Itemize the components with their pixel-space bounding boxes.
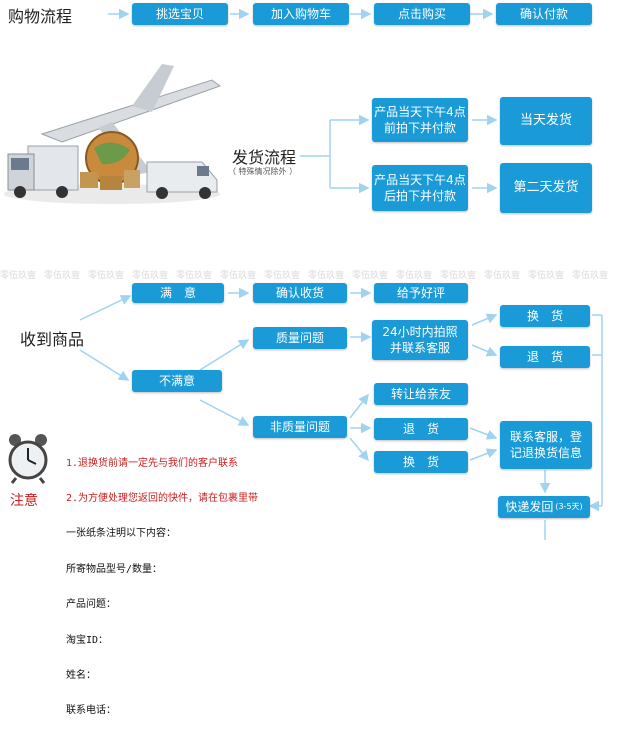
notice-line-4: 所寄物品型号/数量：	[66, 563, 163, 575]
notice-line-3: 一张纸条注明以下内容：	[66, 528, 176, 540]
result-next-day-ship: 第二天发货	[500, 163, 592, 213]
watermark-11: 零伍玖壹	[440, 271, 477, 281]
notice-line-1: 1.退换货前请一定先与我们的客户联系	[66, 457, 239, 469]
ship-back-box: 快递发回 (3-5天)	[498, 496, 590, 518]
step-add-to-cart: 加入购物车	[253, 3, 349, 25]
alarm-clock-icon	[8, 434, 48, 484]
watermark-8: 零伍玖壹	[308, 271, 345, 281]
step-confirm-payment: 确认付款	[496, 3, 592, 25]
purchase-flow-title: 购物流程	[8, 7, 73, 26]
airplane-truck-globe-image	[4, 64, 222, 204]
watermark-7: 零伍玖壹	[264, 271, 301, 281]
ship-back-days: (3-5天)	[555, 502, 583, 511]
receive-title: 收到商品	[20, 330, 85, 349]
watermark-6: 零伍玖壹	[220, 271, 257, 281]
exchange-box-2: 换 货	[374, 451, 468, 473]
condition-before-4pm: 产品当天下午4点 前拍下并付款	[372, 98, 468, 142]
dissatisfied-box: 不满意	[132, 370, 222, 392]
connector-lines	[79, 8, 603, 540]
confirm-receipt-box: 确认收货	[253, 283, 347, 303]
watermark-3: 零伍玖壹	[88, 271, 125, 281]
notice-line-6: 淘宝ID：	[66, 634, 109, 646]
condition-after-4pm: 产品当天下午4点 后拍下并付款	[372, 165, 468, 211]
watermark-9: 零伍玖壹	[352, 271, 389, 281]
watermark-10: 零伍玖壹	[396, 271, 433, 281]
watermark-5: 零伍玖壹	[176, 271, 213, 281]
transfer-friend-box: 转让给亲友	[374, 383, 468, 405]
quality-issue-box: 质量问题	[253, 327, 347, 349]
shipping-note: （ 特殊情况除外 ）	[228, 167, 298, 176]
give-praise-box: 给予好评	[374, 283, 468, 303]
refund-box: 退 货	[500, 346, 590, 368]
watermark-1: 零伍玖壹	[0, 271, 37, 281]
contact-register-box: 联系客服，登 记退换货信息	[500, 421, 592, 469]
refund-box-2: 退 货	[374, 418, 468, 440]
photo-contact-box: 24小时内拍照 并联系客服	[372, 320, 468, 360]
watermark-2: 零伍玖壹	[44, 271, 81, 281]
non-quality-issue-box: 非质量问题	[253, 416, 347, 438]
satisfied-box: 满 意	[132, 283, 224, 303]
exchange-box: 换 货	[500, 305, 590, 327]
watermark-4: 零伍玖壹	[132, 271, 169, 281]
notice-line-8: 联系电话：	[66, 705, 116, 717]
notice-line-2: 2.为方便处理您返回的快件，请在包裹里带	[66, 492, 259, 504]
watermark-13: 零伍玖壹	[528, 271, 565, 281]
shipping-flow-title: 发货流程	[232, 148, 297, 167]
notice-label: 注意	[10, 493, 38, 509]
notice-text: 1.退换货前请一定先与我们的客户联系 2.为方便处理您返回的快件，请在包裹里带 …	[66, 434, 258, 729]
step-click-buy: 点击购买	[374, 3, 470, 25]
result-same-day-ship: 当天发货	[500, 97, 592, 145]
watermark-12: 零伍玖壹	[484, 271, 521, 281]
watermark-14: 零伍玖壹	[572, 271, 609, 281]
notice-line-5: 产品问题：	[66, 599, 116, 611]
notice-line-7: 姓名：	[66, 669, 96, 681]
ship-back-label: 快递发回	[505, 500, 554, 514]
step-select-item: 挑选宝贝	[132, 3, 228, 25]
